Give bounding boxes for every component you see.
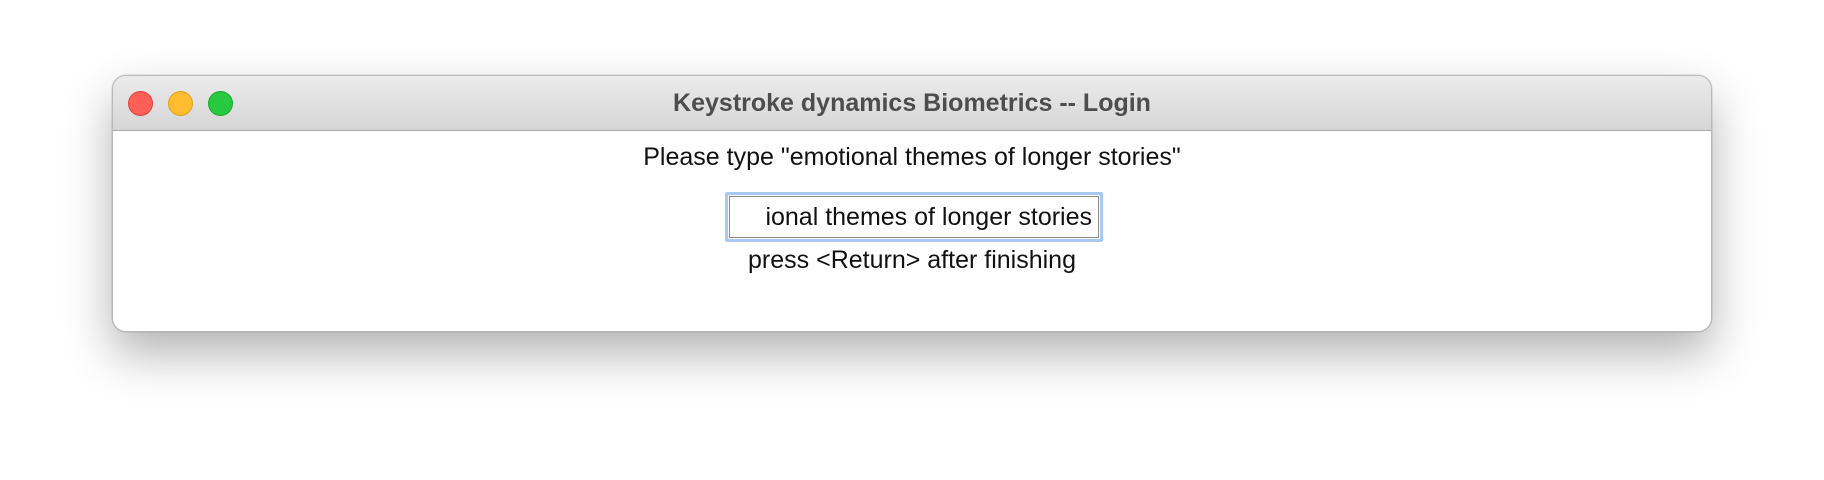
zoom-button[interactable]	[208, 91, 233, 116]
passphrase-input[interactable]	[729, 196, 1099, 238]
input-focus-ring	[725, 192, 1103, 242]
return-hint: press <Return> after finishing	[748, 246, 1076, 274]
typing-prompt: Please type "emotional themes of longer …	[643, 143, 1181, 171]
window-title: Keystroke dynamics Biometrics -- Login	[673, 89, 1151, 117]
login-content: Please type "emotional themes of longer …	[113, 131, 1711, 331]
login-window: Keystroke dynamics Biometrics -- Login P…	[112, 75, 1712, 332]
close-button[interactable]	[128, 91, 153, 116]
title-bar[interactable]: Keystroke dynamics Biometrics -- Login	[113, 76, 1711, 131]
minimize-button[interactable]	[168, 91, 193, 116]
